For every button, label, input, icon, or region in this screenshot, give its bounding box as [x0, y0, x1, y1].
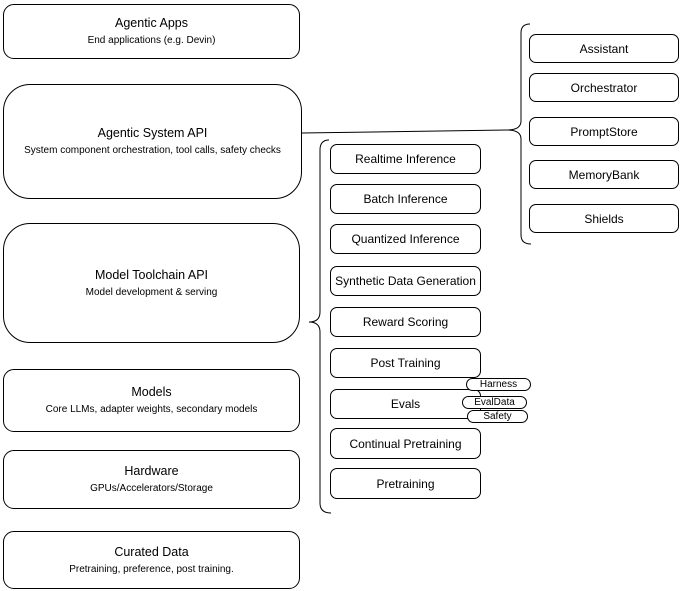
pill-harness: Harness — [466, 378, 531, 391]
agentic-api-to-components-line — [301, 129, 508, 134]
component-shields: Shields — [529, 204, 679, 233]
item-reward-scoring: Reward Scoring — [330, 307, 481, 337]
toolchain-brace — [308, 139, 332, 514]
item-quantized-inference: Quantized Inference — [330, 224, 481, 254]
item-synthetic-data-generation: Synthetic Data Generation — [330, 266, 481, 296]
component-orchestrator: Orchestrator — [529, 73, 679, 102]
box-title: Models — [131, 385, 172, 399]
box-subtitle: System component orchestration, tool cal… — [24, 145, 281, 156]
box-subtitle: End applications (e.g. Devin) — [87, 35, 216, 46]
item-batch-inference: Batch Inference — [330, 184, 481, 214]
item-evals: Evals — [330, 389, 481, 419]
item-post-training: Post Training — [330, 348, 481, 378]
box-title: Agentic System API — [97, 126, 208, 140]
box-subtitle: Pretraining, preference, post training. — [69, 563, 234, 575]
component-assistant: Assistant — [529, 34, 679, 63]
box-title: Curated Data — [114, 544, 189, 559]
box-model-toolchain-api: Model Toolchain API Model development & … — [3, 223, 300, 343]
component-promptstore: PromptStore — [529, 117, 679, 146]
box-curated-data: Curated Data Pretraining, preference, po… — [3, 531, 300, 589]
box-subtitle: Model development & serving — [85, 286, 218, 298]
box-models: Models Core LLMs, adapter weights, secon… — [3, 369, 300, 432]
box-title: Agentic Apps — [115, 16, 188, 30]
box-hardware: Hardware GPUs/Accelerators/Storage — [3, 450, 300, 509]
system-components-brace — [506, 23, 532, 245]
box-subtitle: GPUs/Accelerators/Storage — [90, 483, 213, 494]
box-agentic-apps: Agentic Apps End applications (e.g. Devi… — [3, 4, 300, 59]
box-subtitle: Core LLMs, adapter weights, secondary mo… — [45, 404, 258, 415]
box-agentic-system-api: Agentic System API System component orch… — [3, 84, 302, 199]
item-realtime-inference: Realtime Inference — [330, 144, 481, 174]
pill-safety: Safety — [467, 410, 528, 423]
item-pretraining: Pretraining — [330, 468, 481, 499]
box-title: Model Toolchain API — [94, 267, 209, 282]
pill-evaldata: EvalData — [462, 396, 527, 409]
box-title: Hardware — [124, 464, 179, 478]
component-memorybank: MemoryBank — [529, 160, 679, 189]
item-continual-pretraining: Continual Pretraining — [330, 428, 481, 459]
